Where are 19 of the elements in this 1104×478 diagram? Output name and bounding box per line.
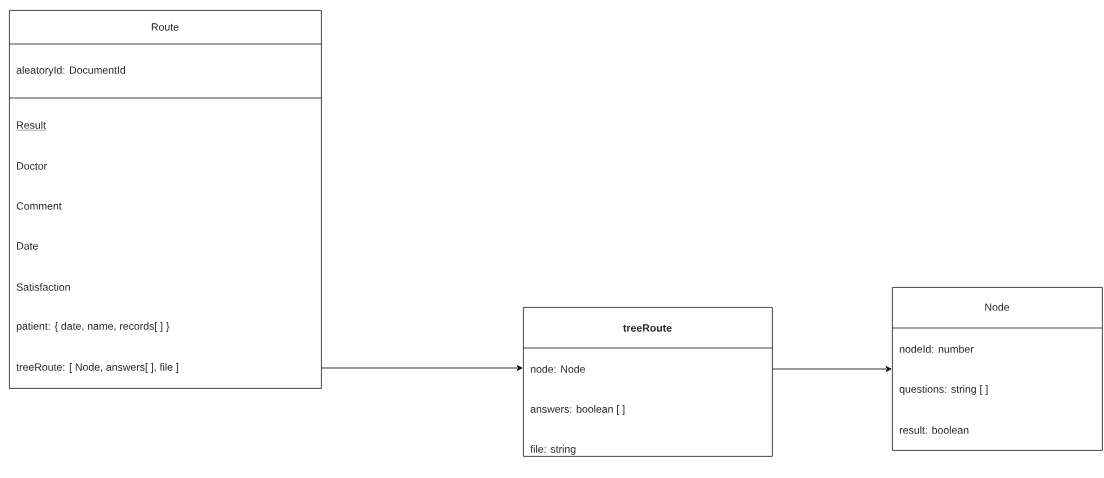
attribute-text: aleatoryId: DocumentId xyxy=(16,66,126,76)
class-name: Node xyxy=(985,303,1010,311)
attribute-text: Date xyxy=(17,242,38,250)
attribute-text: Result xyxy=(16,121,47,131)
attribute-text: answers: boolean [ ] xyxy=(530,405,625,415)
attribute-text: questions: string [ ] xyxy=(899,385,988,395)
attribute-text: Comment xyxy=(16,202,62,210)
attribute-text: node: Node xyxy=(530,365,585,373)
attribute-text: result: boolean xyxy=(899,426,969,434)
arrow xyxy=(321,365,523,371)
attribute-text: Doctor xyxy=(17,162,47,170)
class-name: treeRoute xyxy=(623,324,672,332)
attribute-text: nodeId: number xyxy=(899,345,974,353)
arrow xyxy=(772,366,892,372)
attribute-text: treeRoute: [ Node, answers[ ], file ] xyxy=(16,363,179,373)
attribute-text: Satisfaction xyxy=(16,283,70,291)
attribute-text: file: string xyxy=(530,445,576,455)
class-name: Route xyxy=(151,23,179,31)
attribute-text: patient: { date, name, records[ ] } xyxy=(16,322,170,332)
